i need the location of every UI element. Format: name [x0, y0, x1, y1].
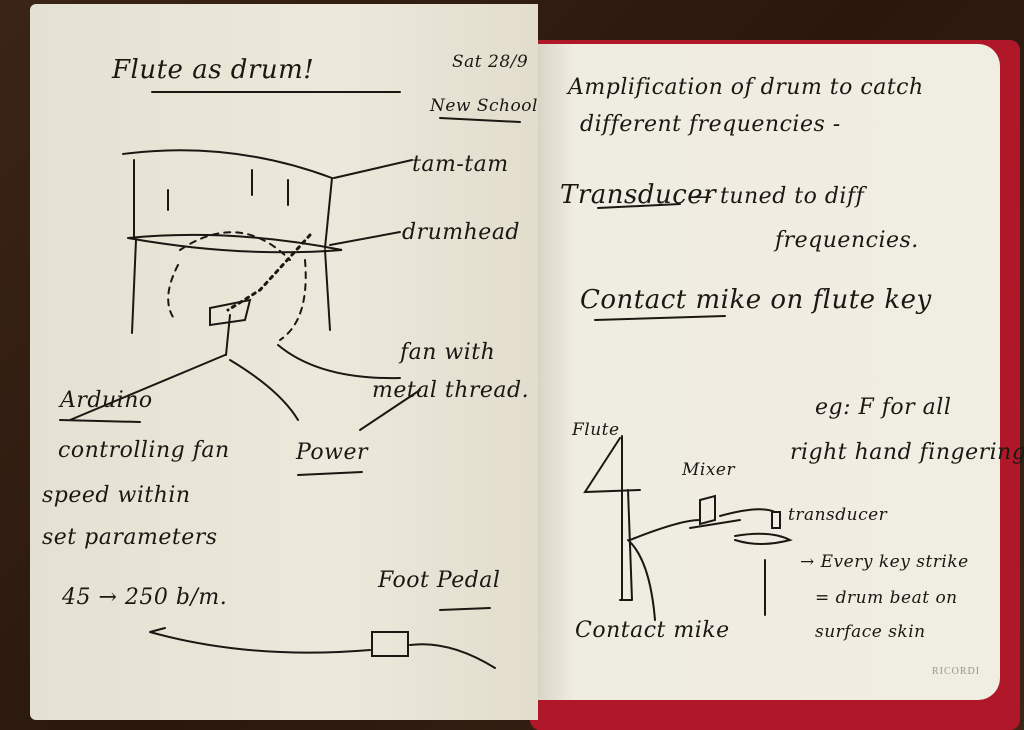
label-lines: [69, 159, 421, 431]
power-underline: [297, 471, 363, 476]
fan: [209, 298, 252, 356]
drum-marks: [167, 169, 289, 211]
foot-pedal-drawing: [371, 631, 409, 657]
label-arduino: Arduino: [60, 388, 153, 413]
stand: [131, 239, 331, 334]
label-drumhead: drumhead: [402, 220, 521, 245]
mixer-drawing: [689, 494, 741, 529]
date: Sat 28/9: [452, 52, 529, 72]
transducer-heading: Transducer: [560, 180, 717, 210]
flute-drawing: [583, 435, 641, 601]
transducer-note: — tuned to diff: [690, 184, 865, 209]
location-underline: [439, 117, 521, 123]
note-line: 45 → 250 b/m.: [62, 585, 228, 610]
wires: [629, 508, 776, 541]
page-title: Flute as drum!: [112, 55, 315, 85]
drum-body: [127, 159, 343, 254]
example-line: eg: F for all: [815, 395, 952, 420]
contact-mike-line: [627, 539, 656, 621]
pedal-underline: [439, 607, 491, 611]
left-page: [30, 4, 538, 720]
drum-top: [122, 149, 333, 179]
arduino-underline: [59, 419, 141, 423]
result-line: = drum beat on: [815, 588, 958, 608]
note-line: set parameters: [42, 525, 218, 550]
metal-thread: [226, 233, 312, 312]
label-fan-line1: fan with: [400, 340, 496, 365]
location: New School: [430, 96, 538, 116]
brand-ricordi: RICORDI: [932, 666, 981, 677]
label-tam-tam: tam-tam: [412, 152, 509, 177]
example-line: right hand fingering: [790, 440, 1024, 465]
note-line: controlling fan: [58, 438, 230, 463]
right-page: [538, 44, 1000, 700]
contact-heading: Contact mike on flute key: [580, 285, 932, 315]
label-fan-line2: metal thread.: [372, 378, 530, 403]
transducer-note: frequencies.: [775, 228, 919, 253]
contact-underline: [594, 315, 726, 321]
fan-dashes: [167, 231, 307, 341]
label-foot-pedal: Foot Pedal: [378, 568, 501, 593]
transducer-underline: [597, 203, 681, 209]
label-contact-mike: Contact mike: [575, 618, 730, 643]
result-line: surface skin: [815, 622, 926, 642]
label-flute: Flute: [572, 420, 620, 440]
label-power: Power: [296, 440, 369, 465]
amplification-line: Amplification of drum to catch: [568, 75, 924, 100]
result-line: → Every key strike: [800, 552, 969, 572]
note-line: speed within: [42, 483, 191, 508]
transducer-drawing: [734, 511, 793, 545]
amplification-line: different frequencies -: [580, 112, 841, 137]
label-transducer: transducer: [788, 505, 888, 525]
label-mixer: Mixer: [682, 460, 736, 480]
pedal-cable: [149, 627, 496, 669]
